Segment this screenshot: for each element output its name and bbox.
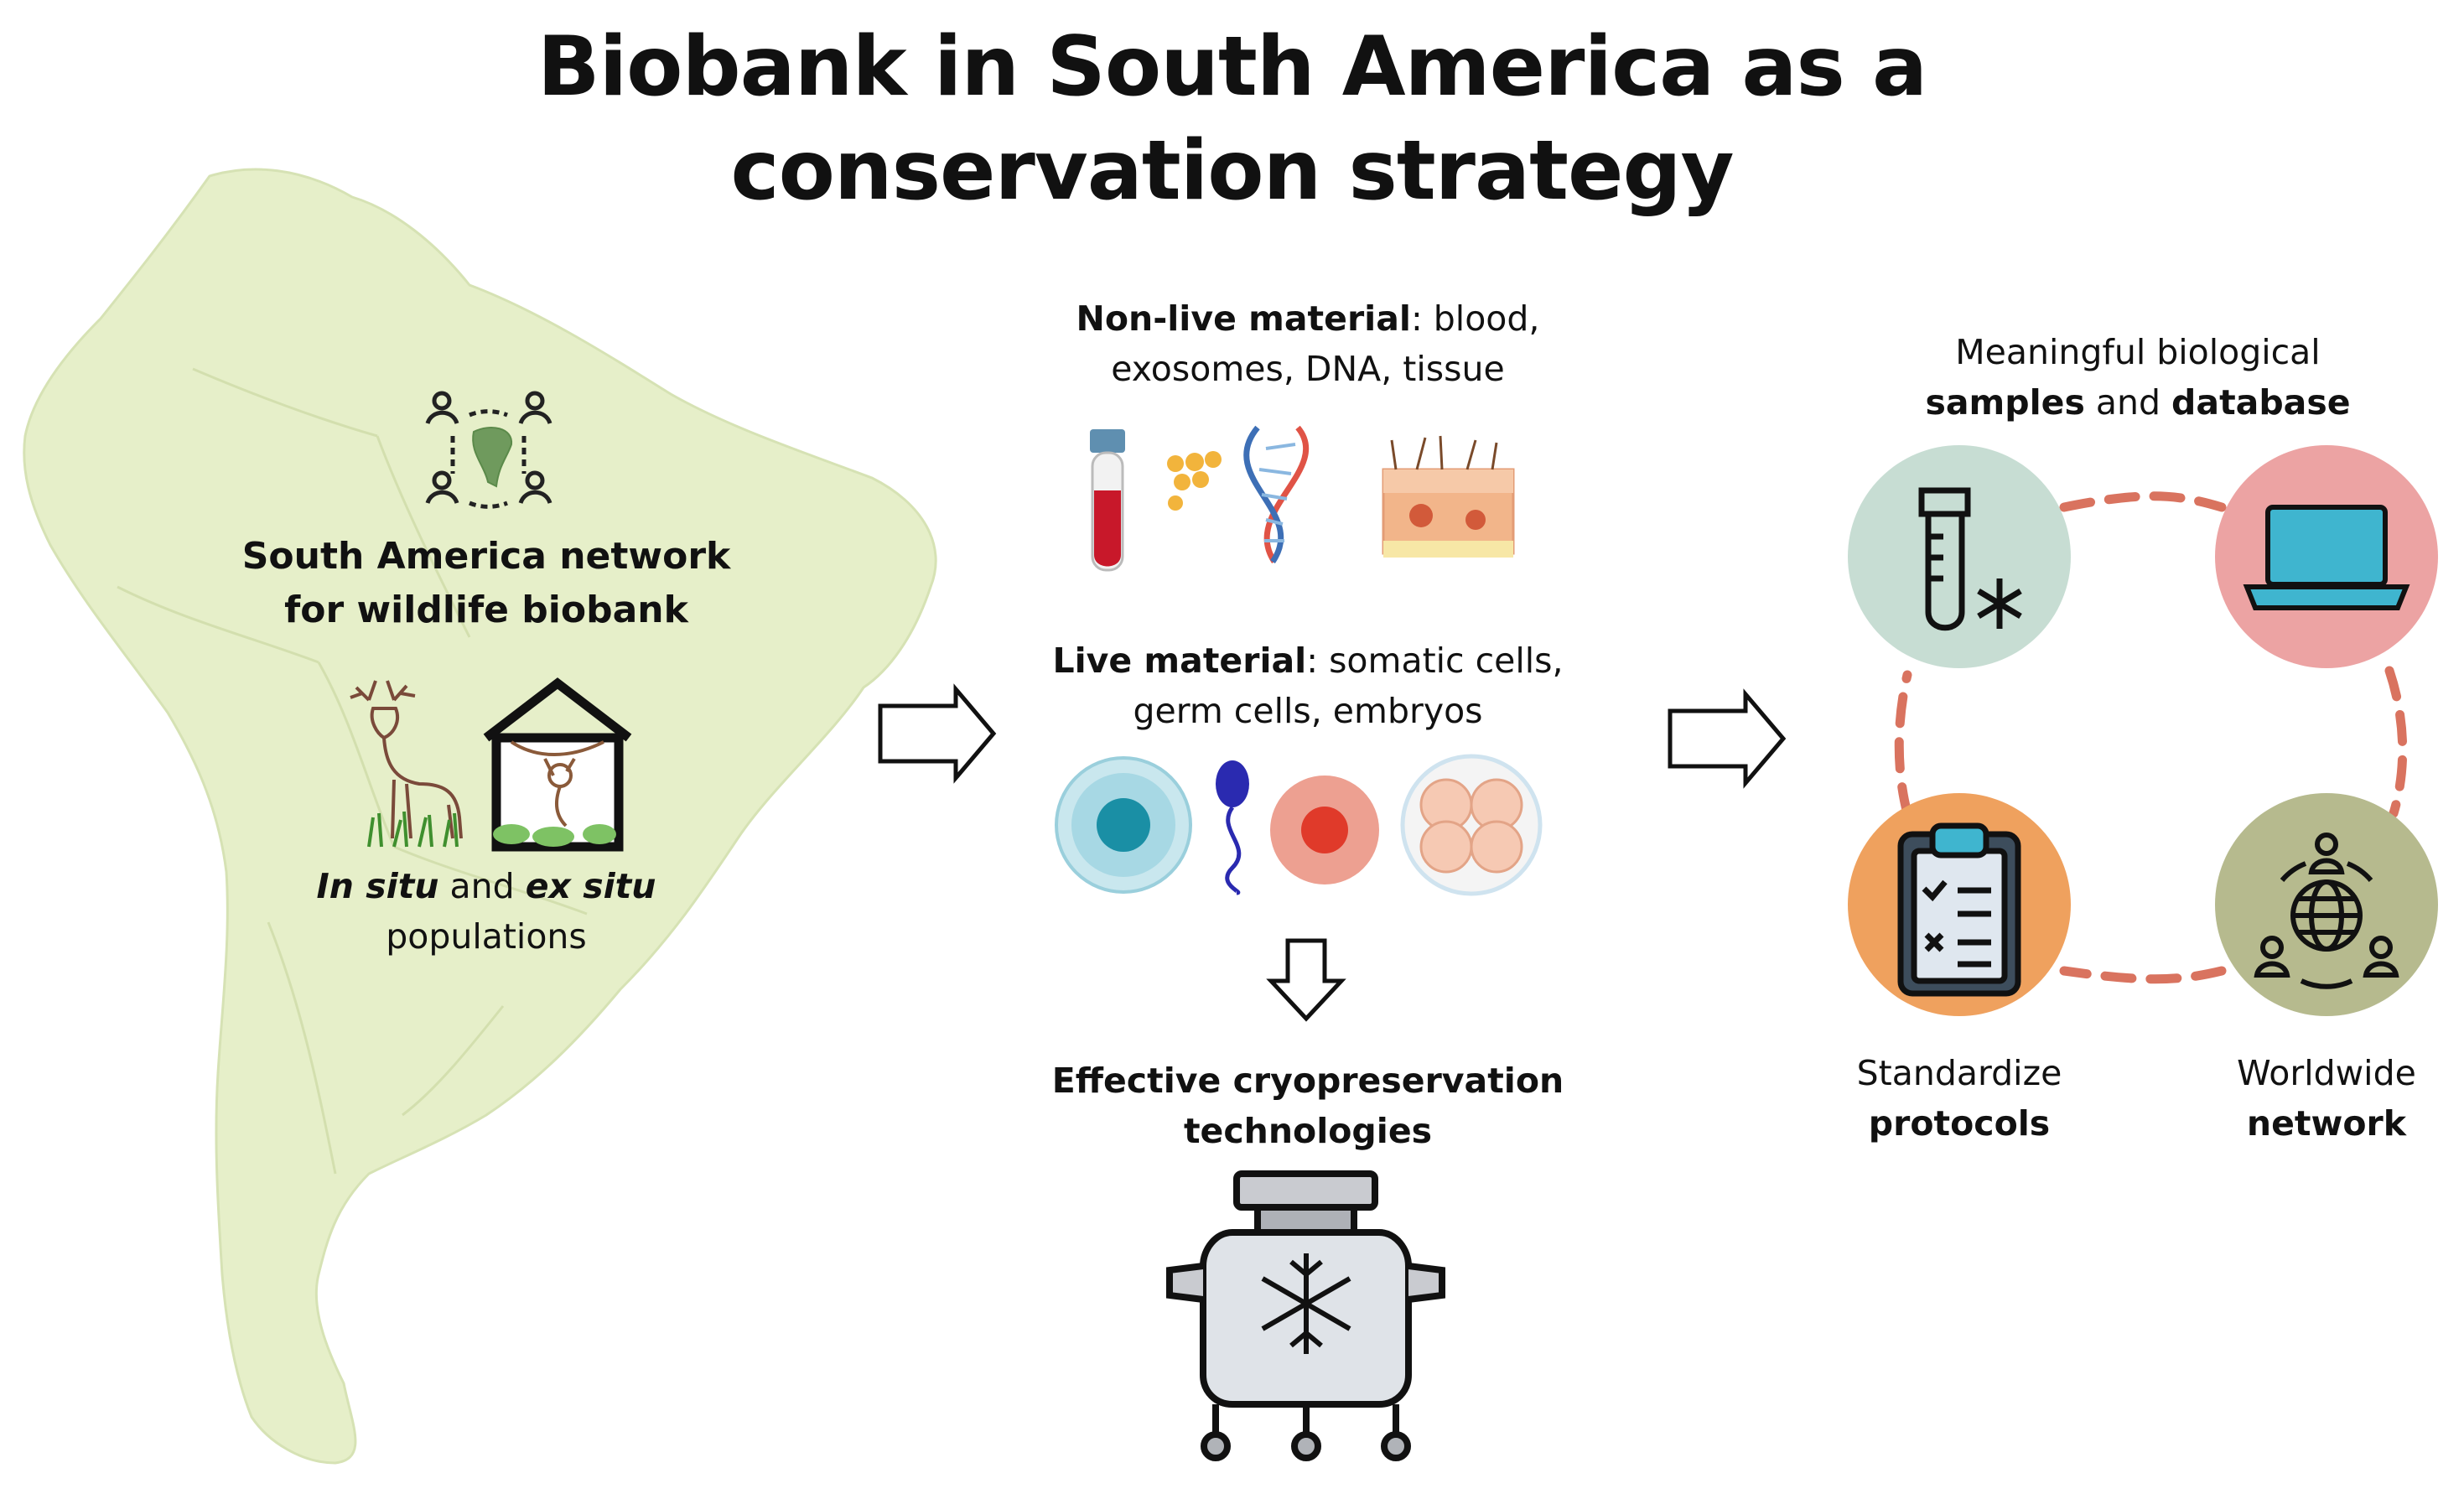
arrow-right-icon-2 xyxy=(1668,688,1787,789)
blood-tube-icon xyxy=(1090,429,1125,572)
circle-network xyxy=(2215,793,2438,1016)
arrow-right-icon xyxy=(878,683,997,784)
tissue-icon xyxy=(1382,435,1515,558)
deer-icon xyxy=(350,680,463,839)
snowflake-icon xyxy=(1261,1253,1351,1354)
test-tube-snowflake-icon xyxy=(1918,487,2022,631)
globe-people-icon xyxy=(2254,833,2399,989)
page-title: Biobank in South America as a conservati… xyxy=(0,15,2464,223)
worldwide-label: Worldwide network xyxy=(2237,1053,2416,1144)
south-america-map xyxy=(23,168,937,1465)
grass-icon xyxy=(367,811,459,848)
dashed-cycle xyxy=(1894,491,2408,984)
sperm-icon xyxy=(1216,760,1249,895)
laptop-icon xyxy=(2243,505,2410,610)
somatic-cell-icon xyxy=(1055,756,1192,894)
clipboard-icon xyxy=(1897,822,2021,997)
non-live-label: Non-live material: blood, exosomes, DNA,… xyxy=(1076,298,1540,389)
arrow-down-icon xyxy=(1266,938,1346,1022)
monkey-house-icon xyxy=(483,677,632,852)
protocols-label: Standardize protocols xyxy=(1856,1053,2062,1144)
title-line-2: conservation strategy xyxy=(730,123,1735,219)
country-borders xyxy=(117,367,588,1175)
cryo-tank-icon xyxy=(1166,1170,1445,1461)
embryo-icon xyxy=(1400,754,1543,896)
network-icon xyxy=(425,391,552,509)
populations-label: In situ and ex situ populations xyxy=(316,866,656,957)
title-line-1: Biobank in South America as a xyxy=(537,19,1927,115)
network-label: South America network for wildlife bioba… xyxy=(241,535,731,631)
live-label: Live material: somatic cells, germ cells… xyxy=(1052,641,1564,731)
exosomes-icon xyxy=(1167,451,1222,511)
samples-label: Meaningful biological samples and databa… xyxy=(1925,332,2351,423)
cryo-label: Effective cryopreservation technologies xyxy=(1051,1061,1564,1151)
oocyte-icon xyxy=(1270,776,1379,884)
dna-icon xyxy=(1243,425,1310,564)
